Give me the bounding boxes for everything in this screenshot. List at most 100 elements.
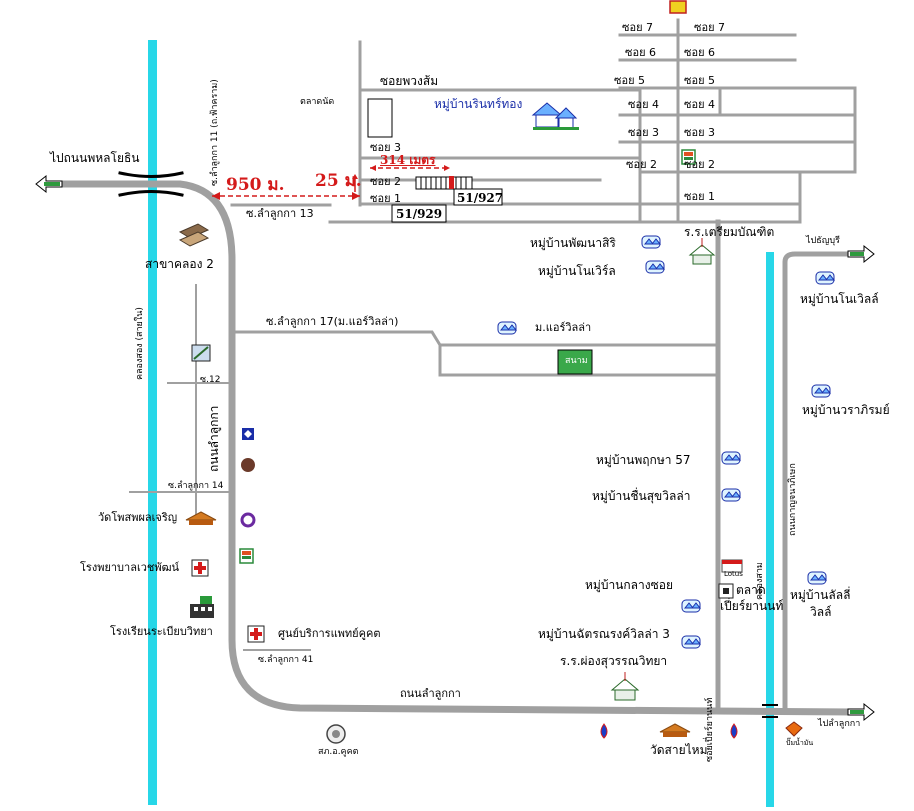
label-plot-927: 51/927: [457, 191, 504, 205]
label-soi-12: ซ.12: [200, 375, 221, 385]
label-school-raweb: โรงเรียนระเบียบวิทยา: [110, 625, 213, 638]
label-r-soi-4b: ซอย 4: [684, 98, 716, 111]
label-soi-lamlukka-11: ซ.ลำลูกกา 11 (ถ.ฟ้าคราม): [210, 79, 220, 186]
plot-building: [415, 176, 473, 190]
house-icon: [531, 102, 579, 130]
label-medical-center: ศูนย์บริการแพทย์คูคต: [278, 627, 381, 640]
school-building-icon: [190, 596, 214, 618]
field-box: [557, 349, 593, 375]
bank-icon-purple: [240, 512, 256, 528]
label-road-lamlukka-h: ถนนลำลูกกา: [400, 687, 461, 700]
village-icon: [811, 384, 832, 398]
road-soi-17: [230, 330, 720, 347]
label-gas-station-sign: ปั๊มน้ำมัน: [786, 739, 814, 747]
label-village-warapirom: หมู่บ้านวราภิรมย์: [802, 403, 890, 417]
label-market-paiyanon: ตลาด: [736, 583, 766, 597]
village-icon: [641, 235, 662, 249]
petrol-logo-icon: [669, 0, 687, 14]
label-village-suksri: หมู่บ้านชื่นสุขวิลล่า: [592, 489, 691, 503]
temple-icon: [659, 723, 691, 737]
label-r-soi-2a: ซอย 2: [626, 158, 658, 171]
label-village-airvilla: ม.แอร์วิลล่า: [535, 321, 592, 334]
label-road-lamlukka-v: ถนนลำลูกกา: [207, 405, 221, 472]
label-soi-3: ซอย 3: [370, 141, 402, 154]
label-r-soi-7b: ซอย 7: [694, 21, 726, 34]
school-icon: [610, 672, 640, 701]
label-wat-saimai: วัดสายไหม: [650, 743, 708, 757]
label-market: ตลาดนัด: [300, 97, 335, 107]
school-icon: [688, 238, 716, 265]
label-r-soi-5b: ซอย 5: [684, 74, 716, 87]
gas-station-icon: [600, 723, 608, 739]
seven-eleven-icon: [239, 548, 254, 564]
label-market-paiyanon2: เปี่ยร์ยานนท์: [720, 599, 784, 613]
label-r-soi-3b: ซอย 3: [684, 126, 716, 139]
sign-icon: [785, 721, 803, 737]
label-village-phatthana: หมู่บ้านพัฒนาสิริ: [530, 236, 616, 250]
bank-icon-brown: [241, 458, 255, 472]
village-icon: [721, 488, 742, 502]
label-to-lamlukka: ไปลำลูกกา: [818, 719, 861, 729]
label-r-soi-1: ซอย 1: [684, 190, 716, 203]
market-box: [367, 98, 393, 138]
label-road-kanjanaphisek: ถนนกาญจนาภิเษก: [788, 463, 798, 536]
hospital-icon: [247, 625, 265, 643]
village-icon: [807, 571, 828, 585]
canal-khlong-sam: [766, 252, 774, 807]
village-icon: [681, 635, 702, 649]
village-icon: [681, 599, 702, 613]
label-to-thanyaburi: ไปธัญบุรี: [806, 236, 840, 246]
plot-927-box: [453, 188, 503, 206]
label-r-soi-4a: ซอย 4: [628, 98, 660, 111]
label-village-chattrong: หมู่บ้านฉัตรณรงค์วิลล่า 3: [538, 627, 670, 641]
plot-929-box: [391, 204, 447, 223]
label-village-novelle: หมู่บ้านโนเวิร์ล: [538, 264, 616, 278]
label-r-soi-6b: ซอย 6: [684, 46, 716, 59]
label-soi-lamlukka-14: ซ.ลำลูกกา 14: [168, 481, 224, 491]
label-r-soi-7a: ซอย 7: [622, 21, 654, 34]
label-soi-lamlukka-13: ซ.ลำลูกกา 13: [246, 207, 314, 220]
label-school-phong: ร.ร.ผ่องสุวรรณวิทยา: [560, 654, 668, 668]
label-village-novelle2: หมู่บ้านโนเวิลล์: [800, 292, 879, 306]
road-lamlukka-main: [58, 180, 854, 716]
label-village-rinthong: หมู่บ้านรินทร์ทอง: [434, 97, 523, 111]
village-icon: [815, 271, 836, 285]
label-soi-lamlukka-17: ซ.ลำลูกกา 17(ม.แอร์วิลล่า): [266, 315, 399, 328]
label-school-triam: ร.ร.เตรียมบัณฑิต: [684, 225, 775, 239]
village-icon: [497, 321, 518, 335]
seven-eleven-icon: [681, 149, 696, 165]
label-soi-2: ซอย 2: [370, 175, 402, 188]
label-r-soi-5a: ซอย 5: [614, 74, 646, 87]
label-soi-lamlukka-41: ซ.ลำลูกกา 41: [258, 655, 314, 665]
label-to-phahon: ไปถนนพหลโยธิน: [50, 151, 140, 165]
label-distance-950: 950 ม.: [226, 175, 285, 195]
label-r-soi-6a: ซอย 6: [625, 46, 657, 59]
label-distance-314: 314 เมตร: [380, 153, 436, 167]
gas-station-icon: [730, 723, 738, 739]
label-field: สนาม: [565, 356, 588, 366]
village-icon: [645, 260, 666, 274]
hospital-icon: [191, 559, 209, 577]
bank-branch-icon: [178, 223, 210, 247]
label-wat-phosri: วัดโพสพผลเจริญ: [98, 511, 178, 524]
label-khlong-sam: คลองสาม: [755, 562, 765, 600]
label-village-lalisa: หมู่บ้านลัลลี่: [790, 588, 851, 602]
label-hospital: โรงพยาบาลเวชพัฒน์: [80, 561, 180, 574]
target-plot-marker: [449, 176, 454, 189]
label-khlong-branch: สาขาคลอง 2: [145, 257, 214, 271]
label-lotus-store: Lotus: [724, 570, 743, 578]
temple-icon: [185, 511, 217, 525]
label-village-lalisa2: วิลล์: [810, 605, 832, 619]
label-village-phruksa: หมู่บ้านพฤกษา 57: [596, 453, 691, 467]
label-khlong-song: คลองสอง (สายใน): [135, 307, 145, 380]
label-r-soi-2b: ซอย 2: [684, 158, 716, 171]
label-plot-929: 51/929: [396, 207, 443, 221]
village-icon: [721, 451, 742, 465]
label-soi-phuangsom: ซอยพวงส้ม: [380, 74, 439, 88]
label-police-kukot: สภ.อ.คูคต: [318, 747, 359, 757]
canal-khlong-song: [148, 40, 157, 805]
road-kanjanaphisek: [782, 251, 853, 715]
label-distance-25: 25 ม.: [315, 171, 362, 191]
